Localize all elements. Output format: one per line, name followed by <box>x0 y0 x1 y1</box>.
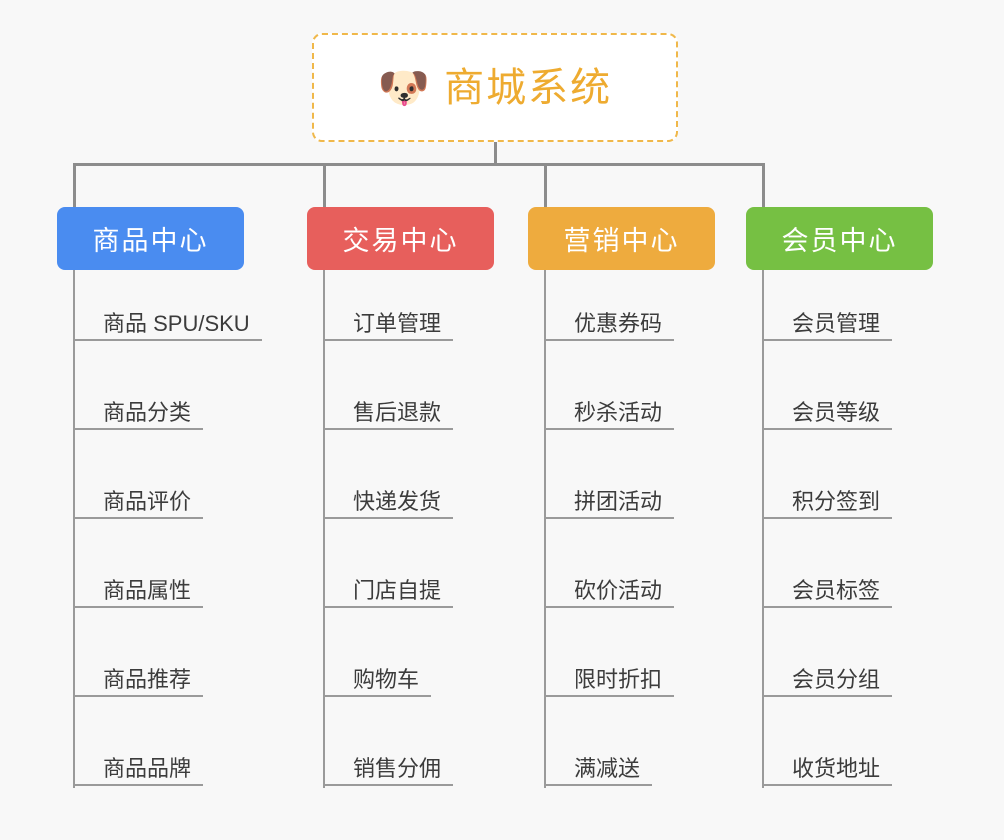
leaf-item-label: 积分签到 <box>792 489 881 514</box>
dog-face-icon: 🐶 <box>377 63 431 111</box>
leaf-item-label: 拼团活动 <box>574 489 663 514</box>
leaf-item-label: 订单管理 <box>353 311 442 336</box>
leaf-item-rule <box>762 339 892 341</box>
leaf-item-label: 商品属性 <box>103 578 192 603</box>
leaf-item-label: 优惠券码 <box>574 311 663 336</box>
leaf-item-rule <box>544 517 674 519</box>
leaf-item-rule <box>323 428 453 430</box>
leaf-item-rule <box>323 784 453 786</box>
leaf-item-label: 商品品牌 <box>103 756 192 781</box>
leaf-item-rule <box>544 695 674 697</box>
category-box-trade-center[interactable]: 交易中心 <box>307 207 494 270</box>
category-box-marketing-center[interactable]: 营销中心 <box>528 207 715 270</box>
leaf-item-rule <box>73 606 203 608</box>
category-box-member-center[interactable]: 会员中心 <box>746 207 933 270</box>
leaf-item-rule <box>544 339 674 341</box>
leaf-item-rule <box>73 695 203 697</box>
leaf-item-rule <box>73 428 203 430</box>
connector-drop-trade-center <box>323 163 326 207</box>
leaf-item-label: 会员分组 <box>792 667 881 692</box>
category-label: 商品中心 <box>92 226 209 256</box>
connector-bus <box>73 163 765 166</box>
leaf-item-rule <box>323 517 453 519</box>
leaf-item-rule <box>73 784 203 786</box>
branch-spine <box>73 270 75 788</box>
category-label: 交易中心 <box>342 226 459 256</box>
leaf-item-rule <box>762 428 892 430</box>
connector-drop-product-center <box>73 163 76 207</box>
leaf-item-rule <box>73 339 262 341</box>
leaf-item-rule <box>544 606 674 608</box>
leaf-item-label: 秒杀活动 <box>574 400 663 425</box>
leaf-item-rule <box>544 428 674 430</box>
leaf-item-label: 商品分类 <box>103 400 192 425</box>
leaf-item-label: 会员等级 <box>792 400 881 425</box>
leaf-item-rule <box>323 339 453 341</box>
category-box-product-center[interactable]: 商品中心 <box>57 207 244 270</box>
leaf-item-label: 会员管理 <box>792 311 881 336</box>
connector-root-stem <box>494 142 497 166</box>
leaf-item-label: 商品推荐 <box>103 667 192 692</box>
leaf-item-label: 门店自提 <box>353 578 442 603</box>
leaf-item-label: 砍价活动 <box>574 578 663 603</box>
branch-spine <box>762 270 764 788</box>
category-label: 会员中心 <box>781 226 898 256</box>
leaf-item-label: 会员标签 <box>792 578 881 603</box>
leaf-item-label: 满减送 <box>574 756 641 781</box>
leaf-item-rule <box>762 606 892 608</box>
leaf-item-label: 销售分佣 <box>353 756 442 781</box>
leaf-item-label: 快递发货 <box>353 489 442 514</box>
branch-spine <box>323 270 325 788</box>
leaf-item-rule <box>762 517 892 519</box>
leaf-item-rule <box>762 784 892 786</box>
category-label: 营销中心 <box>563 226 680 256</box>
leaf-item-label: 收货地址 <box>792 756 881 781</box>
connector-drop-marketing-center <box>544 163 547 207</box>
leaf-item-rule <box>323 695 431 697</box>
root-node[interactable]: 🐶 商城系统 <box>312 33 678 142</box>
leaf-item-rule <box>544 784 652 786</box>
leaf-item-label: 售后退款 <box>353 400 442 425</box>
connector-drop-member-center <box>762 163 765 207</box>
root-title: 商城系统 <box>444 65 613 110</box>
branch-spine <box>544 270 546 788</box>
leaf-item-rule <box>323 606 453 608</box>
leaf-item-label: 购物车 <box>353 667 420 692</box>
leaf-item-label: 商品 SPU/SKU <box>103 311 250 336</box>
leaf-item-label: 限时折扣 <box>574 667 663 692</box>
leaf-item-rule <box>73 517 203 519</box>
leaf-item-label: 商品评价 <box>103 489 192 514</box>
leaf-item-rule <box>762 695 892 697</box>
